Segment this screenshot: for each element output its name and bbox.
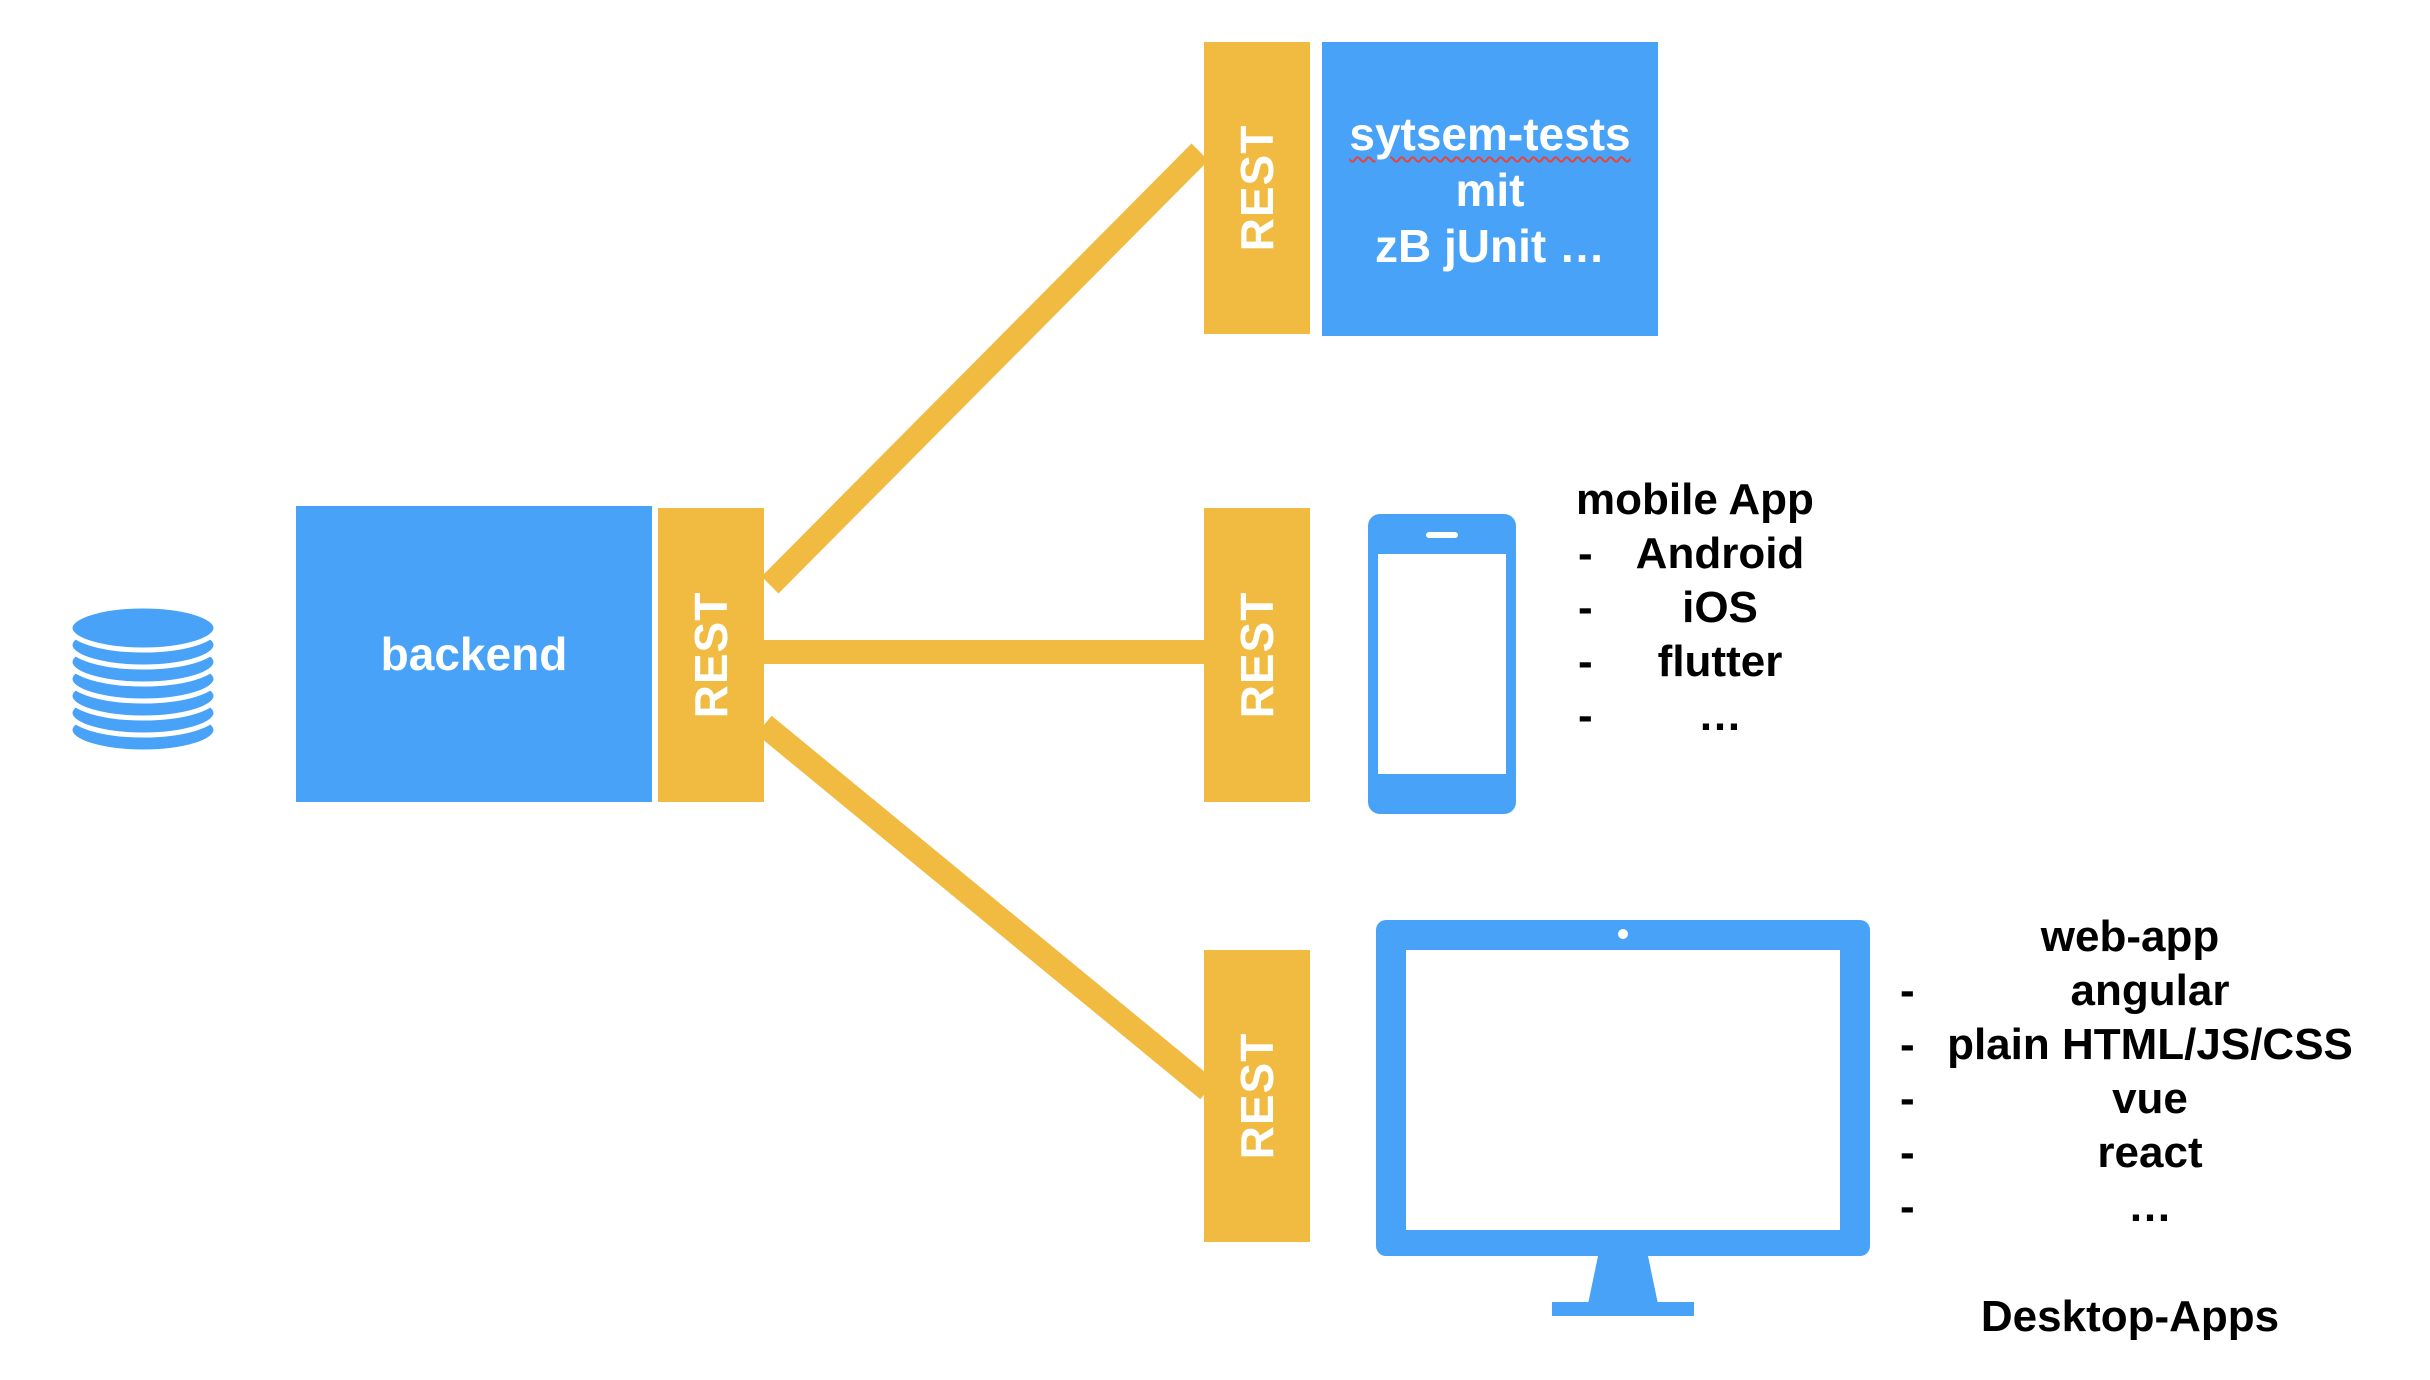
web-item-vue: vue: [2112, 1074, 2188, 1123]
desktop-monitor-icon: [1376, 920, 1870, 1316]
web-dash-4: -: [1900, 1128, 1915, 1177]
mobile-rest-box: REST: [1204, 508, 1310, 802]
mobile-rest-label: REST: [1231, 591, 1283, 719]
tests-line-1: sytsem-tests: [1349, 108, 1631, 160]
web-footer: Desktop-Apps: [1980, 1292, 2280, 1341]
mobile-title: mobile App: [1576, 475, 1814, 524]
web-item-more: …: [2128, 1182, 2172, 1231]
web-dash-1: -: [1900, 966, 1915, 1015]
backend-rest-label: REST: [685, 591, 737, 719]
web-rest-box: REST: [1204, 950, 1310, 1242]
database-icon: [67, 603, 219, 755]
mobile-dash-4: -: [1578, 691, 1593, 740]
smartphone-icon: [1368, 514, 1516, 814]
mobile-item-ios: iOS: [1682, 583, 1758, 632]
mobile-item-more: …: [1698, 691, 1742, 740]
web-rest-label: REST: [1231, 1032, 1283, 1160]
tests-box: sytsem-tests mit zB jUnit …: [1322, 42, 1658, 336]
connector-to-tests: [761, 143, 1209, 594]
backend-rest-box: REST: [658, 508, 764, 802]
connector-to-web: [756, 715, 1216, 1100]
backend-box: backend: [296, 506, 652, 802]
mobile-item-android: Android: [1635, 529, 1805, 578]
mobile-dash-1: -: [1578, 529, 1593, 578]
web-dash-5: -: [1900, 1182, 1915, 1231]
tests-line-3: zB jUnit …: [1375, 220, 1605, 272]
web-item-react: react: [2097, 1128, 2203, 1177]
web-item-angular: angular: [2070, 966, 2230, 1015]
web-dash-2: -: [1900, 1020, 1915, 1069]
web-item-plain: plain HTML/JS/CSS: [1947, 1020, 2353, 1069]
tests-line-2: mit: [1455, 164, 1525, 216]
mobile-item-flutter: flutter: [1657, 637, 1783, 686]
mobile-dash-3: -: [1578, 637, 1593, 686]
backend-label: backend: [380, 628, 568, 680]
tests-rest-label: REST: [1231, 124, 1283, 252]
web-title: web-app: [2040, 912, 2220, 961]
tests-rest-box: REST: [1204, 42, 1310, 334]
mobile-dash-2: -: [1578, 583, 1593, 632]
web-dash-3: -: [1900, 1074, 1915, 1123]
